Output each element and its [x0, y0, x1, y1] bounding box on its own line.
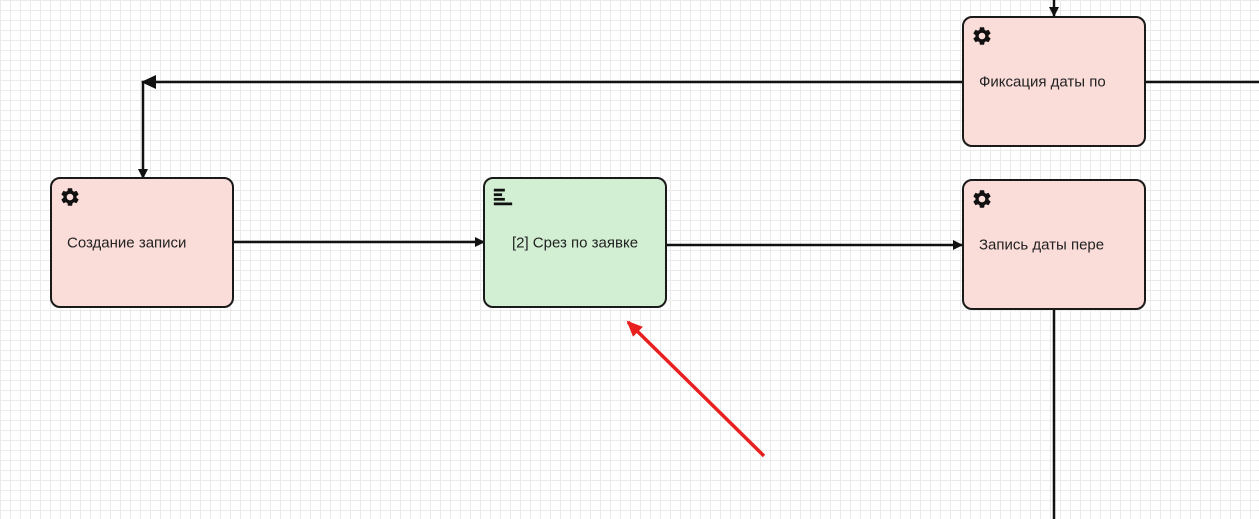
task-node-create-record[interactable]: Создание записи: [50, 177, 234, 308]
task-label: Запись даты пере: [979, 236, 1105, 253]
task-label: Фиксация даты по: [979, 73, 1106, 90]
connector-fix-to-create[interactable]: [138, 80, 962, 179]
script-lines-icon: [493, 188, 513, 206]
task-node-fix-date[interactable]: Фиксация даты по: [962, 16, 1146, 147]
connector-turn-arrowhead: [141, 75, 156, 89]
annotation-arrow: [626, 320, 766, 458]
gear-icon: [973, 27, 991, 45]
gear-icon: [973, 190, 991, 208]
gear-icon: [61, 188, 79, 206]
task-node-slice-by-request[interactable]: [2] Срез по заявке: [483, 177, 667, 308]
task-label: [2] Срез по заявке: [511, 234, 639, 251]
task-node-record-date[interactable]: Запись даты пере: [962, 179, 1146, 310]
task-label: Создание записи: [67, 234, 187, 251]
